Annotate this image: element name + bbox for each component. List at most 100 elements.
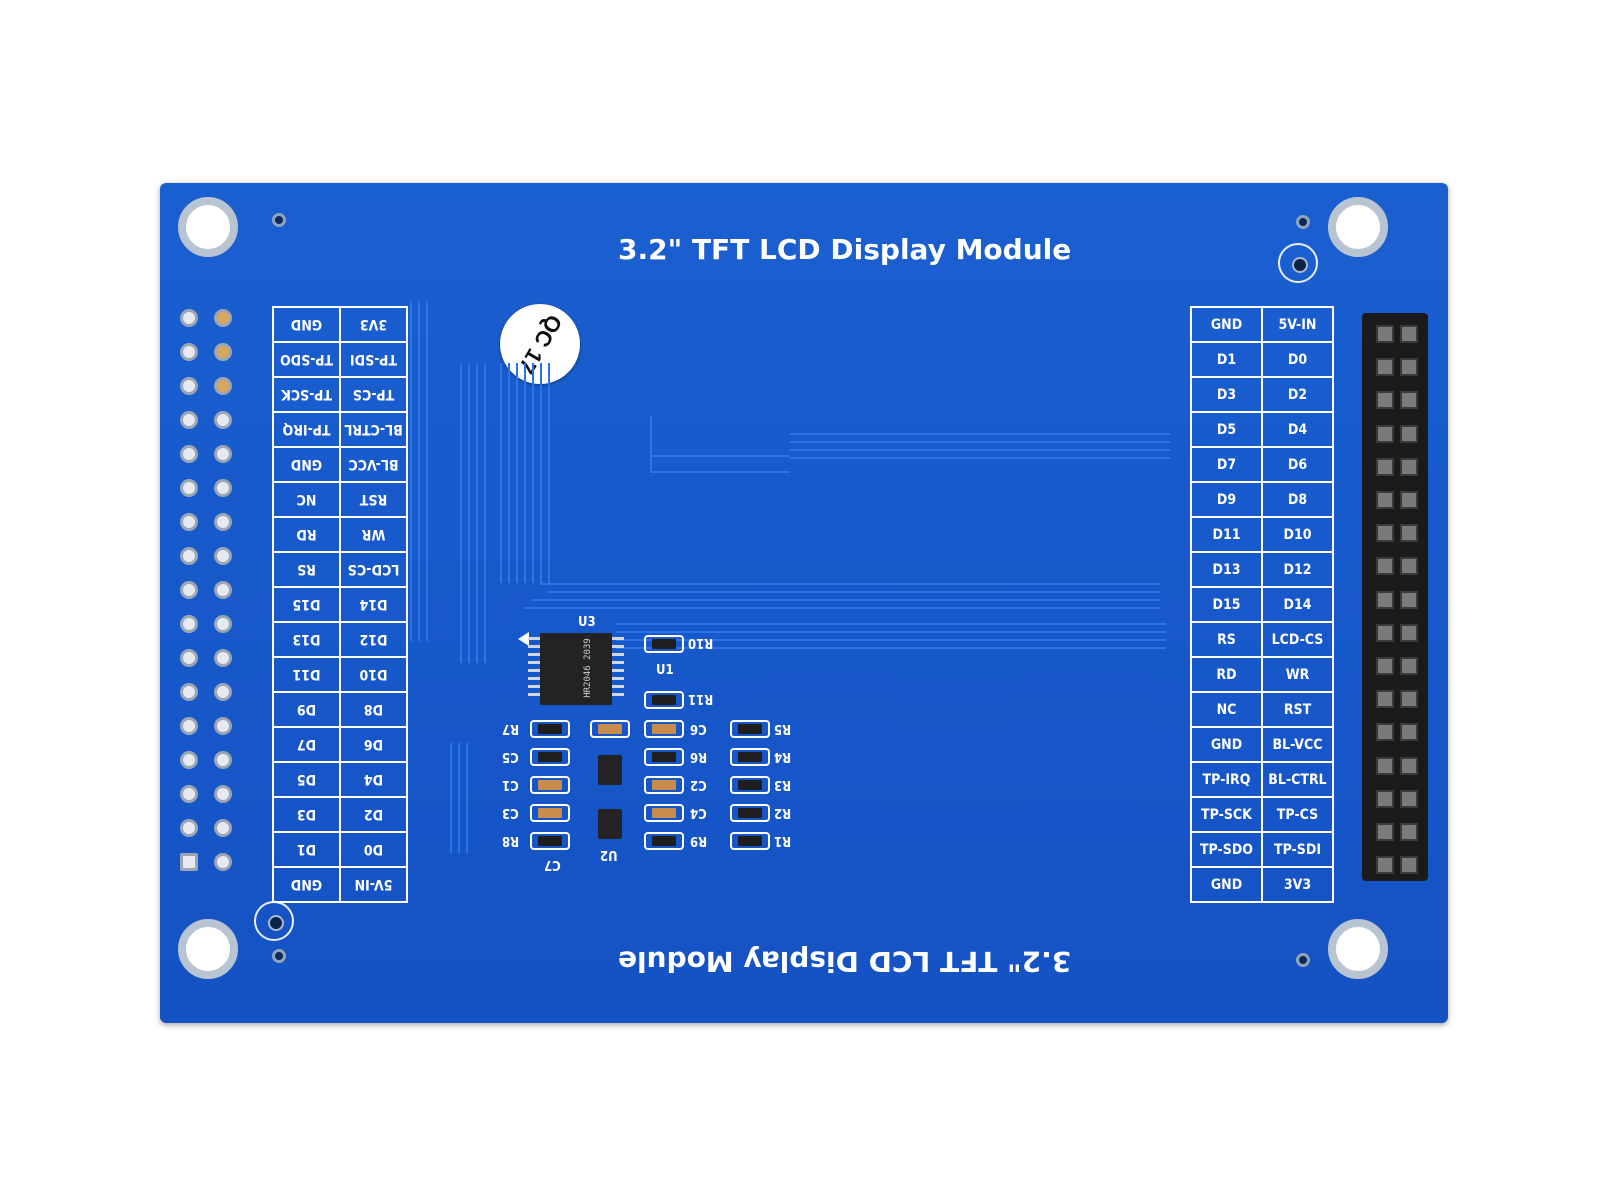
pcb-board: 3.2" TFT LCD Display Module 3.2" TFT LCD… [160,183,1448,1023]
header-pin-row [1362,616,1428,648]
trace [524,363,526,583]
board-title-top: 3.2" TFT LCD Display Module [618,233,1072,266]
header-pin [1400,856,1418,875]
left-pin-label: TP-SCK [273,377,340,412]
header-pin [1400,358,1418,377]
left-pin-label: GND [273,307,340,342]
left-pin-label: TP-IRQ [273,412,340,447]
u3-label: U3 [578,615,596,630]
header-pin [1376,756,1394,775]
c5-label: C5 [502,749,519,764]
header-pin-row [1362,317,1428,349]
header-pin [1376,325,1394,343]
resistor-r7 [530,720,570,738]
trace [516,363,518,583]
pad [180,683,198,701]
u1-label: U1 [656,663,674,678]
pad [180,615,198,633]
pad [214,615,232,633]
header-pin-row [1362,383,1428,415]
header-pin [1376,623,1394,642]
left-pin-label: D0 [340,832,407,867]
pad [214,479,232,497]
resistor-r1 [730,832,770,850]
header-pin-row [1362,450,1428,482]
trace [524,607,1160,609]
trace [460,363,462,663]
pad [214,751,232,769]
left-pin-label: D15 [273,587,340,622]
trace [508,363,510,583]
left-pin-label: D4 [340,762,407,797]
trace [466,743,468,853]
pad [214,717,232,735]
header-pin-row [1362,649,1428,681]
u2-label: U2 [600,847,618,862]
c7-label: C7 [544,857,561,872]
header-pin-row [1362,749,1428,781]
left-pin-label: D8 [340,692,407,727]
header-pin [1376,657,1394,675]
trace [410,301,412,641]
header-pin [1400,325,1418,343]
pad [180,513,198,531]
right-pin-label: BL-CTRL [1261,761,1334,798]
trace [426,301,428,641]
header-pin-row [1362,583,1428,615]
right-pin-label: TP-SDO [1190,831,1263,868]
trace [650,415,652,471]
via-icon [272,213,286,227]
mounting-hole-top-left [178,197,238,257]
trace [500,363,502,583]
header-pin [1400,723,1418,742]
chip-u2 [598,809,622,839]
resistor-r11 [644,691,684,709]
mounting-hole-bottom-right [1328,919,1388,979]
right-pin-label: GND [1190,866,1263,903]
trace [616,631,1166,633]
trace [790,441,1170,443]
right-pin-label: TP-CS [1261,796,1334,833]
pad [180,309,198,327]
right-pin-label: GND [1190,726,1263,763]
via-icon [272,949,286,963]
right-pin-label: WR [1261,656,1334,693]
left-pin-label: RST [340,482,407,517]
header-pin-row [1362,848,1428,880]
left-pin-label: D1 [273,832,340,867]
trace [532,599,1160,601]
pad [214,649,232,667]
left-pin-label: D14 [340,587,407,622]
left-pin-label: D5 [273,762,340,797]
header-pin-row [1362,782,1428,814]
trace [458,743,460,853]
c6-label: C6 [690,721,707,736]
r5-label: R5 [774,721,792,736]
header-pin [1400,491,1418,509]
mounting-hole-bottom-left [178,919,238,979]
trace [532,363,534,583]
header-pin [1376,358,1394,377]
r1-label: R1 [774,833,792,848]
pad [214,309,232,327]
trace [484,363,486,663]
resistor-r2 [730,804,770,822]
right-pin-label: D3 [1190,376,1263,413]
capacitor-c2 [644,776,684,794]
trace [790,457,1170,459]
header-pin [1400,524,1418,543]
pad [180,785,198,803]
header-pin-row [1362,350,1428,382]
pad [180,751,198,769]
right-pin-label: D8 [1261,481,1334,518]
pad [214,683,232,701]
left-pin-label: D3 [273,797,340,832]
r8-label: R8 [502,833,520,848]
